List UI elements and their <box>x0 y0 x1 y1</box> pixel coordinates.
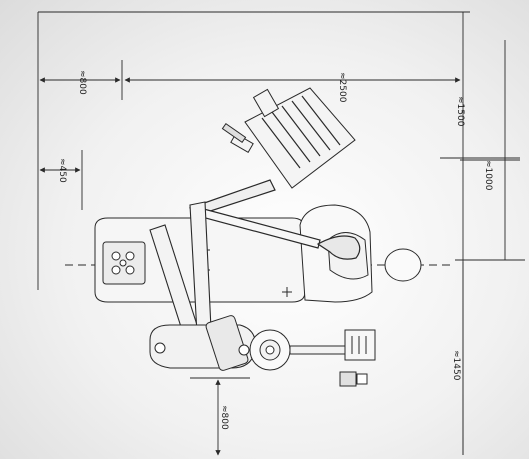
dim-label-800-top: ≈800 <box>77 70 87 95</box>
dim-label-1500: ≈1500 <box>455 96 465 127</box>
dim-label-1450: ≈1450 <box>451 350 461 381</box>
dental-chair <box>94 204 422 303</box>
cuspidor-unit <box>149 315 376 387</box>
delivery-arm <box>189 179 361 260</box>
dim-label-800-bottom: ≈800 <box>219 405 229 430</box>
dim-label-450: ≈450 <box>57 158 67 183</box>
dim-label-2500: ≈2500 <box>337 72 347 103</box>
dimension-lines <box>37 11 525 456</box>
dim-label-1000: ≈1000 <box>483 160 493 191</box>
instrument-delivery-unit <box>221 87 356 189</box>
